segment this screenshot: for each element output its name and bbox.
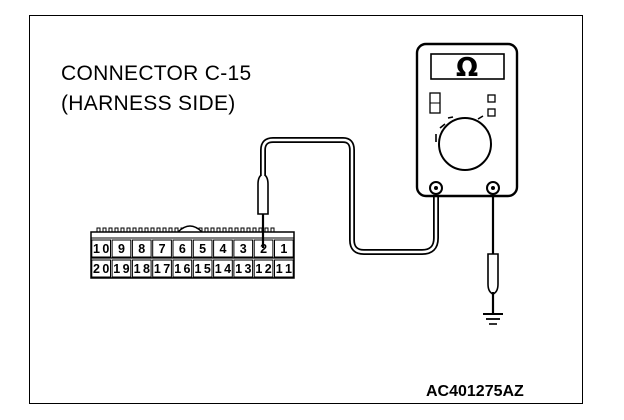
pin-cell [111, 259, 132, 278]
pin-cell [131, 239, 152, 258]
connector-subtitle: (HARNESS SIDE) [61, 92, 236, 115]
pin-cell [152, 239, 172, 258]
pin-cell [274, 259, 294, 278]
ground-symbol-icon [483, 313, 503, 325]
diagram-frame [29, 15, 583, 404]
pin-number: 9 [118, 242, 125, 256]
pin-cell [152, 259, 172, 278]
pin-number: 3 [240, 242, 247, 256]
pin-number: 2 [260, 242, 267, 256]
probe-icon [487, 253, 499, 314]
pin-cell [111, 239, 132, 258]
pin-number: 7 [159, 242, 166, 256]
pin-number: 4 [219, 242, 226, 256]
pin-cell [172, 259, 193, 278]
meter-display-symbol: Ω [456, 53, 478, 83]
pin-number: 1 [280, 242, 287, 256]
pin-cell [131, 259, 152, 278]
ohmmeter-icon: Ω [415, 42, 519, 198]
pin-number: 5 [199, 242, 206, 256]
pin-cell [233, 239, 254, 258]
pin-cell [253, 259, 274, 278]
pin-cell [233, 259, 254, 278]
pin-number: 8 [138, 242, 145, 256]
pin-cell [213, 259, 233, 278]
pin-cell [91, 259, 112, 278]
pin-cell [192, 239, 213, 258]
pin-cell [172, 239, 193, 258]
pin-cell [213, 239, 233, 258]
pin-cell [91, 239, 112, 258]
pin-cell [192, 259, 213, 278]
connector-title: CONNECTOR C-15 [61, 62, 252, 85]
pin-number: 6 [179, 242, 186, 256]
pin-cell [274, 239, 294, 258]
figure-id: AC401275AZ [426, 383, 524, 400]
